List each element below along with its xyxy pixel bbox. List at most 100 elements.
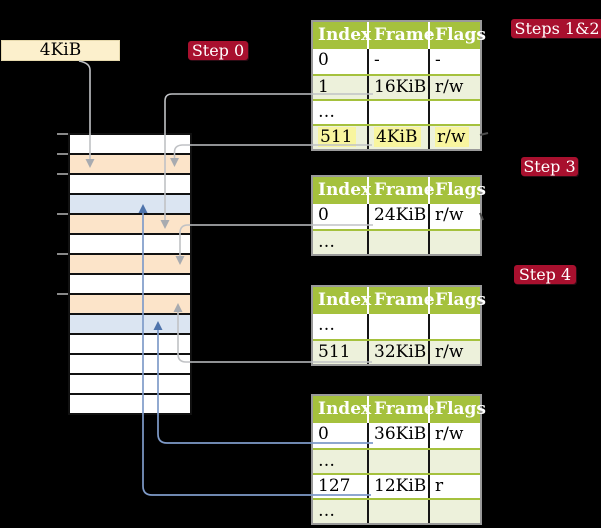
column-header-flags: Flags [428, 177, 486, 204]
column-header-flags: Flags [428, 22, 486, 49]
table-cell: … [318, 315, 335, 335]
table-cell: 4KiB [367, 126, 428, 149]
table-cell: r/w [428, 204, 480, 229]
badge-step-3-label: Step 3 [523, 157, 576, 176]
table-cell: r [428, 475, 480, 498]
memory-frame-page-table [70, 255, 190, 275]
badge-step-4: Step 4 [514, 265, 576, 284]
table-cell: r/w [428, 423, 480, 448]
table-row: 511 4KiB r/w [313, 124, 480, 149]
badge-steps-1-2-label: Steps 1&2 [514, 19, 600, 38]
memory-tick [57, 133, 68, 135]
memory-frame-mapped-page [70, 195, 190, 215]
badge-steps-1-2: Steps 1&2 [511, 19, 601, 38]
column-header-index: Index [318, 180, 372, 200]
memory-frame-page-table [70, 215, 190, 235]
table-cell: - [428, 49, 480, 74]
table-cell: r/w [428, 126, 480, 149]
column-header-frame: Frame [367, 287, 435, 314]
table-cell [367, 101, 428, 124]
table-row: … [313, 314, 480, 339]
base-pointer-label: 4KiB [39, 40, 82, 60]
highlighted-value: r/w [435, 127, 470, 147]
table-cell: - [367, 49, 428, 74]
table-cell: 511 [318, 342, 351, 362]
table-row: … [313, 99, 480, 124]
table-cell: 127 [318, 476, 351, 496]
table-cell: 511 [313, 126, 367, 149]
memory-tick [57, 173, 68, 175]
memory-tick [57, 293, 68, 295]
table-cell [367, 231, 428, 254]
badge-step-4-label: Step 4 [518, 265, 572, 284]
table-cell [367, 500, 428, 523]
table-cell [428, 314, 480, 339]
memory-tick [57, 253, 68, 255]
table-cell [428, 231, 480, 254]
physical-memory-column [68, 133, 192, 415]
table-cell: … [318, 102, 335, 122]
memory-tick [57, 213, 68, 215]
memory-frame-plain [70, 395, 190, 413]
memory-frame-plain [70, 235, 190, 255]
column-header-frame: Frame [367, 22, 435, 49]
table-cell: 24KiB [367, 204, 428, 229]
table-cell: 32KiB [367, 341, 428, 364]
highlighted-value: 4KiB [374, 127, 422, 147]
column-header-flags: Flags [428, 396, 486, 423]
memory-frame-mapped-page [70, 315, 190, 335]
base-pointer-box: 4KiB [1, 40, 120, 61]
badge-step-3: Step 3 [521, 157, 578, 176]
table-cell: r/w [428, 76, 480, 99]
table-cell [428, 500, 480, 523]
table-cell [428, 450, 480, 473]
memory-frame-plain [70, 355, 190, 375]
memory-frame-page-table [70, 155, 190, 175]
column-header-index: Index [318, 25, 372, 45]
table-cell: 12KiB [367, 475, 428, 498]
table-cell: r/w [428, 341, 480, 364]
table-cell: 0 [318, 205, 329, 225]
table-cell [428, 101, 480, 124]
table-row: 0 -- [313, 49, 480, 74]
badge-step-0: Step 0 [188, 41, 248, 60]
table-cell: 36KiB [367, 423, 428, 448]
table-cell: 1 [318, 77, 329, 97]
column-header-index: Index [318, 290, 372, 310]
table-cell: 0 [318, 424, 329, 444]
table-cell: … [318, 451, 335, 471]
table-cell [367, 314, 428, 339]
memory-frame-page-table [70, 295, 190, 315]
column-header-frame: Frame [367, 396, 435, 423]
memory-frame-plain [70, 175, 190, 195]
table-cell [367, 450, 428, 473]
table-cell: … [318, 501, 335, 521]
table-cell: 0 [318, 50, 329, 70]
table-row: … [313, 448, 480, 473]
badge-step-0-label: Step 0 [191, 41, 245, 60]
table-row: … [313, 229, 480, 254]
memory-frame-plain [70, 335, 190, 355]
memory-frame-plain [70, 275, 190, 295]
table-cell: … [318, 232, 335, 252]
memory-frame-plain [70, 375, 190, 395]
highlighted-value: 511 [318, 127, 357, 147]
column-header-frame: Frame [367, 177, 435, 204]
table-row: … [313, 498, 480, 523]
column-header-index: Index [318, 399, 372, 419]
memory-frame-plain [70, 135, 190, 155]
column-header-flags: Flags [428, 287, 486, 314]
memory-tick [57, 153, 68, 155]
